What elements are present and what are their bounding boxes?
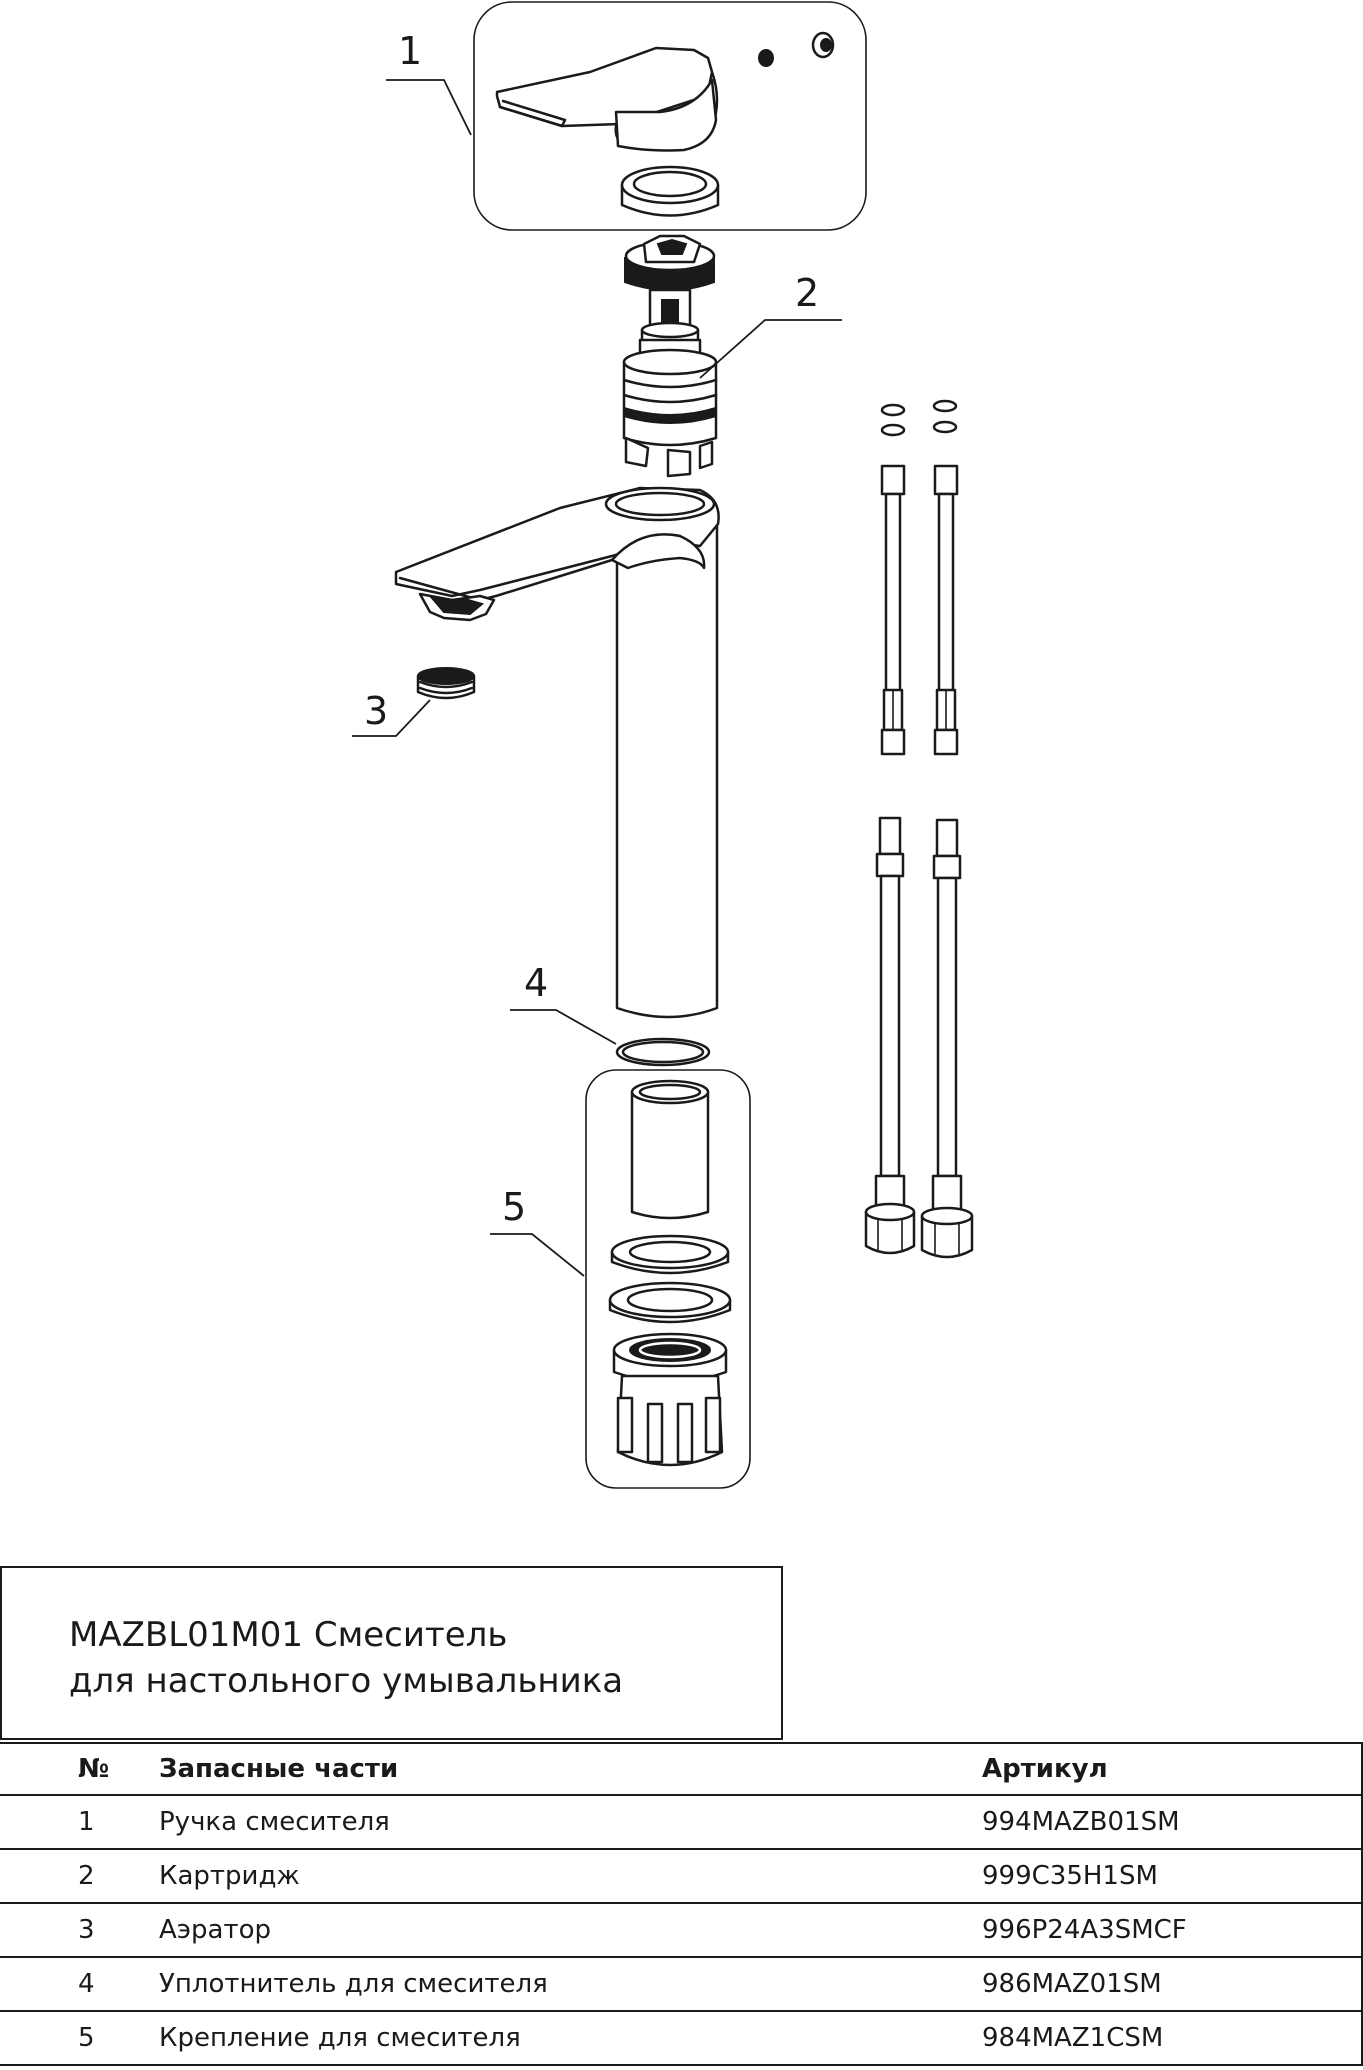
aerator: 3 [352,667,476,737]
row-article: 996P24A3SMCF [982,1903,1363,1958]
long-hose-left [864,816,916,1255]
row-number: 3 [0,1903,159,1958]
cartridge: 2 [622,234,842,478]
callout-3-leader [352,699,431,737]
long-hose-right [920,818,974,1259]
short-hose-right [933,464,959,756]
table-row: 1 Ручка смесителя 994MAZB01SM [0,1795,1363,1850]
callout-5-leader [490,1233,585,1277]
row-article: 986MAZ01SM [982,1957,1363,2012]
callout-2-label: 2 [795,271,819,315]
callout-2-leader [699,319,842,379]
handle-group-frame [473,1,867,231]
table-header-row: № Запасные части Артикул [0,1742,1363,1796]
short-hose-left [880,464,906,756]
table-row: 4 Уплотнитель для смесителя 986MAZ01SM [0,1957,1363,2012]
flexible-hoses [864,399,974,1259]
product-title-line-2: для настольного умывальника [69,1661,624,1701]
header-spare-parts: Запасные части [159,1742,982,1796]
faucet-body [394,486,720,1019]
exploded-view-diagram: 1 2 [352,1,974,1489]
header-article: Артикул [982,1742,1363,1796]
row-part-name: Крепление для смесителя [159,2011,982,2066]
row-number: 1 [0,1795,159,1850]
callout-4-leader [510,1009,617,1045]
callout-4-label: 4 [524,961,548,1005]
handle-adapter-ring [620,165,720,217]
table-row: 3 Аэратор 996P24A3SMCF [0,1903,1363,1958]
row-part-name: Аэратор [159,1903,982,1958]
row-article: 984MAZ1CSM [982,2011,1363,2066]
row-part-name: Ручка смесителя [159,1795,982,1850]
table-row: 5 Крепление для смесителя 984MAZ1CSM [0,2011,1363,2066]
row-article: 994MAZB01SM [982,1795,1363,1850]
header-number: № [0,1742,159,1796]
small-screw [758,49,774,67]
title-box: MAZBL01M01 Смеситель для настольного умы… [0,1566,783,1740]
hose-o-rings [880,399,958,437]
row-part-name: Картридж [159,1849,982,1904]
product-title: MAZBL01M01 Смеситель для настольного умы… [69,1612,623,1704]
callout-3-label: 3 [364,689,388,733]
callout-1-leader [386,79,472,136]
row-article: 999C35H1SM [982,1849,1363,1904]
product-title-line-1: MAZBL01M01 Смеситель [69,1615,508,1655]
mounting-kit: 5 [490,1069,751,1489]
spare-parts-table: № Запасные части Артикул 1 Ручка смесите… [0,1742,1363,2066]
mounting-kit-frame [585,1069,751,1489]
row-number: 4 [0,1957,159,2012]
row-number: 5 [0,2011,159,2066]
callout-5-label: 5 [502,1185,526,1229]
handle-group: 1 [386,1,867,231]
row-part-name: Уплотнитель для смесителя [159,1957,982,2012]
row-number: 2 [0,1849,159,1904]
table-row: 2 Картридж 999C35H1SM [0,1849,1363,1904]
callout-1-label: 1 [398,29,422,73]
seal-ring: 4 [510,961,711,1067]
